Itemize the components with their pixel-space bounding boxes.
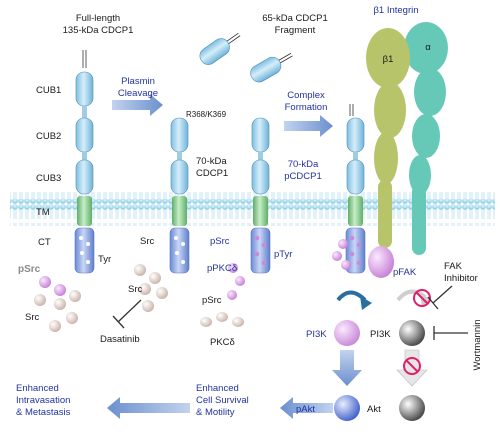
pi3k-inhibited — [399, 320, 425, 346]
no-symbol-icon-upper — [413, 289, 431, 307]
fak-inhibitor-bar — [427, 285, 453, 310]
src-label-3: Src — [128, 284, 143, 295]
psrc-label-3: pSrc — [202, 295, 222, 306]
blocked-arrow — [396, 349, 428, 387]
src-label-2: Src — [140, 236, 155, 247]
tyr-label: Tyr — [98, 254, 111, 265]
cleavage-site-label: R368/K369 — [186, 110, 227, 119]
survival-outcome-arrow — [107, 397, 190, 419]
kda70-label: 70-kDa — [196, 156, 227, 167]
plasmin-cleavage-arrow — [112, 94, 163, 116]
pcdcp1-kda-label: 70-kDa — [288, 159, 319, 170]
psrc-label-1: pSrc — [18, 264, 41, 275]
pfak-label: pFAK — [393, 267, 417, 278]
no-symbol-icon-lower — [403, 357, 421, 375]
ct-label: CT — [38, 237, 51, 248]
cleavage-label: Cleavage — [118, 88, 158, 99]
complex-psrc-cluster — [332, 239, 394, 278]
alpha-label: α — [425, 42, 431, 53]
cleaved-70kda-cdcp1 — [169, 117, 190, 274]
fragment-label-2: Fragment — [275, 25, 316, 36]
ppkcd-label: pPKCδ — [207, 263, 237, 274]
outcome1-line1: Enhanced — [16, 383, 59, 394]
full-length-kda-label: 135-kDa CDCP1 — [63, 25, 134, 36]
src-group-2 — [134, 264, 168, 312]
outcome2-line3: & Motility — [196, 407, 235, 418]
pi3k-black-label: PI3K — [370, 329, 391, 340]
cub2-label: CUB2 — [36, 131, 61, 142]
pcdcp1-label: pCDCP1 — [284, 171, 322, 182]
wortmannin-label: Wortmannin — [472, 319, 483, 370]
dasatinib-inhibitor — [112, 299, 142, 329]
integrin-title: β1 Integrin — [373, 5, 418, 16]
phospho-cdcp1-mid — [250, 117, 271, 274]
complex-label: Complex — [287, 90, 325, 101]
wortmannin-bar — [433, 326, 468, 340]
cdcp1-label: CDCP1 — [196, 168, 228, 179]
complex-formation-arrow — [284, 115, 333, 137]
tm-label: TM — [36, 207, 50, 218]
outcome1-line3: & Metastasis — [16, 407, 71, 418]
pi3k-blue-label: PI3K — [306, 329, 327, 340]
pfak-protein — [368, 246, 394, 278]
cdcp1-fragment-2 — [250, 52, 293, 83]
beta1-integrin — [366, 22, 448, 255]
pakt-label: pAkt — [296, 404, 315, 415]
plasmin-label: Plasmin — [121, 76, 155, 87]
beta1-label: β1 — [383, 54, 394, 65]
cub1-label: CUB1 — [36, 85, 61, 96]
cub3-label: CUB3 — [36, 173, 61, 184]
outcome2-line1: Enhanced — [196, 383, 239, 394]
outcome1-line2: Intravasation — [16, 395, 70, 406]
akt-label: Akt — [367, 404, 381, 415]
full-length-label: Full-length — [76, 13, 120, 24]
pakt-protein — [334, 395, 360, 421]
phospho-cdcp1-complex — [345, 104, 366, 274]
src-label-1: Src — [25, 312, 40, 323]
outcome2-line2: Cell Survival — [196, 395, 249, 406]
fak-inhibitor-label-2: Inhibitor — [444, 273, 478, 284]
full-length-cdcp1 — [74, 50, 95, 274]
ptyr-label: pTyr — [274, 249, 292, 260]
cdcp1-fragment-1 — [199, 32, 241, 65]
akt-inhibited — [399, 395, 425, 421]
fragment-label: 65-kDa CDCP1 — [262, 13, 327, 24]
src-group-1 — [34, 276, 81, 332]
pi3k-to-akt-arrow — [332, 350, 362, 386]
fak-inhibitor-label-1: FAK — [444, 261, 463, 272]
dasatinib-label: Dasatinib — [100, 334, 140, 345]
pi3k-active — [334, 320, 360, 346]
psrc-label-2: pSrc — [210, 236, 230, 247]
formation-label: Formation — [285, 102, 328, 113]
psrc-pkcd-group — [200, 263, 245, 327]
pakt-outcome-arrow — [280, 397, 333, 419]
pkcd-label: PKCδ — [210, 337, 235, 348]
